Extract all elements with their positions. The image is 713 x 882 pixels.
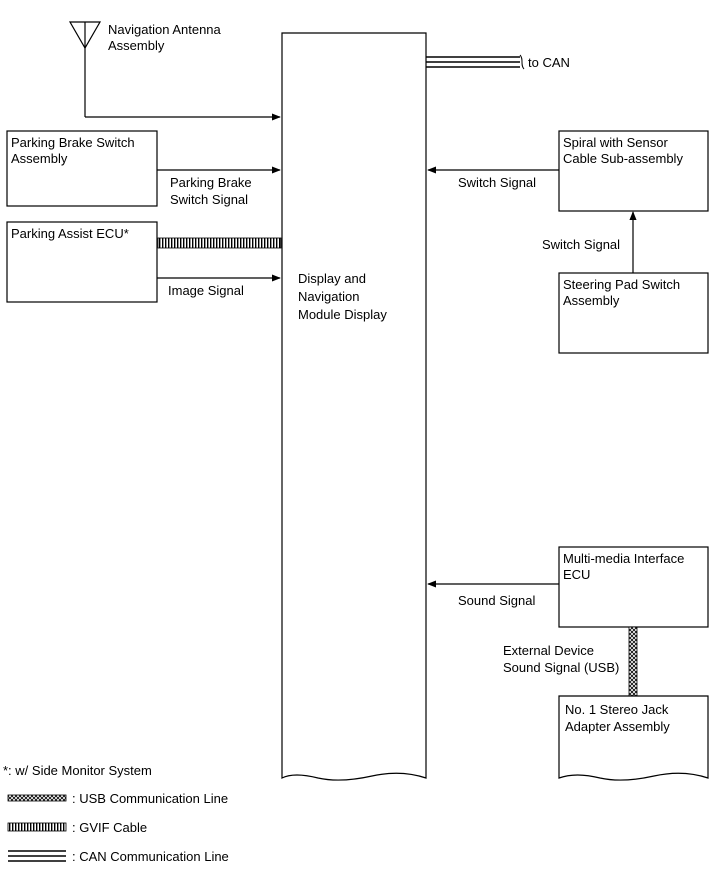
- spiral-sensor-box: [558, 130, 709, 212]
- multimedia-interface-box: [558, 546, 709, 628]
- footnote-label: *: w/ Side Monitor System: [3, 763, 152, 778]
- external-sound-label: External Device Sound Signal (USB): [503, 643, 619, 675]
- navigation-antenna-label: Navigation Antenna Assembly: [108, 22, 224, 53]
- stereo-jack-box: [558, 695, 709, 781]
- legend-usb-label: : USB Communication Line: [72, 791, 228, 806]
- gvif-cable: [157, 237, 282, 249]
- to-can-label: to CAN: [528, 55, 570, 70]
- parking-assist-ecu-label: Parking Assist ECU*: [11, 226, 129, 241]
- display-module-label: Display and Navigation Module Display: [298, 271, 387, 322]
- legend-can-label: : CAN Communication Line: [72, 849, 229, 864]
- parking-assist-ecu-box: [6, 221, 158, 303]
- legend-usb-swatch: [7, 794, 67, 802]
- parking-brake-signal-label: Parking Brake Switch Signal: [170, 175, 255, 207]
- image-signal-label: Image Signal: [168, 283, 244, 298]
- steering-pad-switch-box: [558, 272, 709, 354]
- usb-line: [628, 626, 638, 697]
- display-module-box: [281, 32, 427, 781]
- steering-pad-switch-label: Steering Pad Switch Assembly: [563, 277, 684, 308]
- spiral-sensor-label: Spiral with Sensor Cable Sub-assembly: [563, 135, 683, 166]
- legend-can-swatch: [8, 850, 66, 862]
- stereo-jack-label: No. 1 Stereo Jack Adapter Assembly: [565, 702, 672, 734]
- parking-brake-switch-label: Parking Brake Switch Assembly: [11, 135, 138, 166]
- multimedia-interface-label: Multi-media Interface ECU: [563, 551, 688, 582]
- can-line: [426, 54, 525, 70]
- legend-gvif-label: : GVIF Cable: [72, 820, 147, 835]
- spiral-switch-signal-label: Switch Signal: [458, 175, 536, 190]
- parking-brake-switch-box: [6, 130, 158, 207]
- legend-gvif-swatch: [7, 822, 67, 832]
- antenna-icon: [68, 21, 102, 117]
- sound-signal-label: Sound Signal: [458, 593, 535, 608]
- steering-pad-signal-label: Switch Signal: [542, 237, 620, 252]
